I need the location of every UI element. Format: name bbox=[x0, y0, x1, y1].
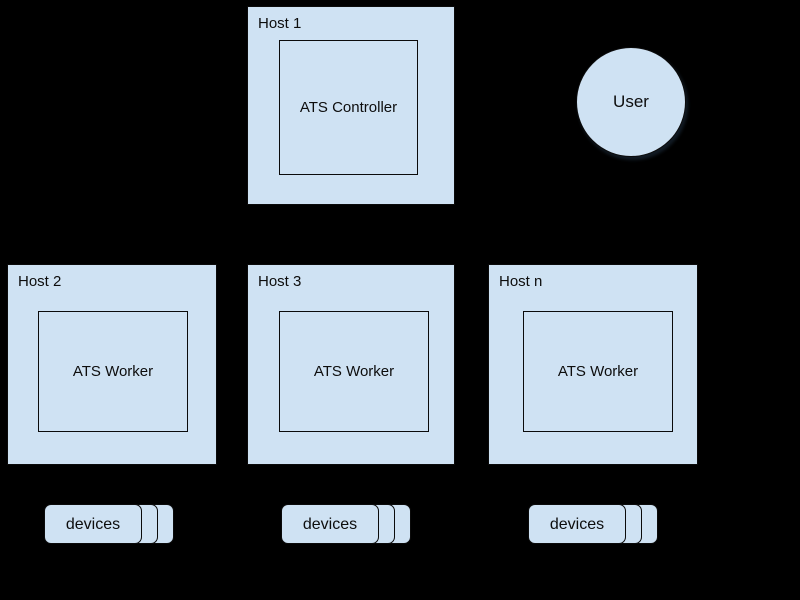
host-label-host-n: Host n bbox=[499, 273, 543, 290]
host-box-host-3[interactable]: Host 3 ATS Worker bbox=[247, 264, 455, 465]
host-box-host-1[interactable]: Host 1 ATS Controller bbox=[247, 6, 455, 205]
devices-sheet-front[interactable]: devices bbox=[281, 504, 379, 544]
host-label-host-3: Host 3 bbox=[258, 273, 302, 290]
devices-label-host-2: devices bbox=[65, 515, 121, 533]
devices-sheet-front[interactable]: devices bbox=[44, 504, 142, 544]
process-box-ats-worker-host-2[interactable]: ATS Worker bbox=[38, 311, 188, 432]
host-label-host-1: Host 1 bbox=[258, 15, 302, 32]
process-label-ats-controller: ATS Controller bbox=[299, 98, 398, 116]
devices-stack-host-n[interactable]: devices bbox=[528, 504, 658, 544]
user-label: User bbox=[613, 92, 649, 111]
devices-stack-host-2[interactable]: devices bbox=[44, 504, 174, 544]
process-label-ats-worker-host-2: ATS Worker bbox=[72, 362, 154, 380]
host-box-host-2[interactable]: Host 2 ATS Worker bbox=[7, 264, 217, 465]
host-box-host-n[interactable]: Host n ATS Worker bbox=[488, 264, 698, 465]
user-node[interactable]: User bbox=[576, 47, 686, 157]
process-box-ats-worker-host-n[interactable]: ATS Worker bbox=[523, 311, 673, 432]
process-label-ats-worker-host-n: ATS Worker bbox=[557, 362, 639, 380]
devices-label-host-n: devices bbox=[549, 515, 605, 533]
process-box-ats-worker-host-3[interactable]: ATS Worker bbox=[279, 311, 429, 432]
process-box-ats-controller[interactable]: ATS Controller bbox=[279, 40, 418, 175]
devices-label-host-3: devices bbox=[302, 515, 358, 533]
host-label-host-2: Host 2 bbox=[18, 273, 62, 290]
devices-stack-host-3[interactable]: devices bbox=[281, 504, 411, 544]
devices-sheet-front[interactable]: devices bbox=[528, 504, 626, 544]
process-label-ats-worker-host-3: ATS Worker bbox=[313, 362, 395, 380]
